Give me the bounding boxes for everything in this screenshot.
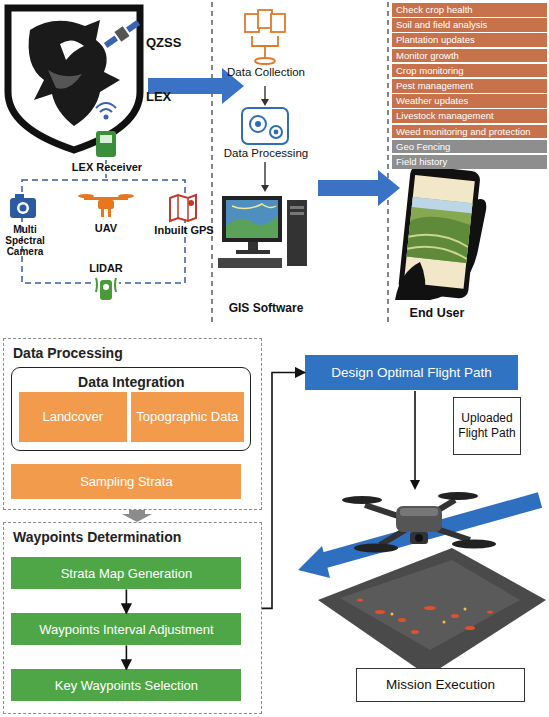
process-box: Topographic Data [131,392,244,442]
list-item: Plantation updates [392,33,547,47]
process-box: Sampling Strata [11,464,241,499]
list-item: Geo Fencing [392,140,547,154]
list-item: Pest management [392,79,547,93]
list-item: Weather updates [392,94,547,108]
node-text: Strata Map Generation [61,566,193,581]
process-box: Key Waypoints Selection [11,669,241,701]
flow-arrow [126,589,128,613]
node-text: Uploaded Flight Path [458,411,516,441]
node-text: Sampling Strata [80,474,173,489]
icon-label: LEX Receiver [62,161,152,173]
node-text: Data Processing [13,345,123,361]
node-text: Waypoints Determination [13,529,181,545]
list-item: Weed monitoring and protection [392,125,547,139]
list-item: Livestock management [392,109,547,123]
node-text: Design Optimal Flight Path [331,365,492,380]
icon-label: Inbuilt GPS [152,224,216,236]
node-text: Key Waypoints Selection [55,678,198,693]
list-item: Field history [392,155,547,169]
node-text: Crop monitoring [396,64,547,78]
icon-label: Multi Spectral Camera [0,224,50,258]
list-item: Monitor growth [392,49,547,63]
icon-label: Data Collection [218,66,314,79]
node-text: Waypoints Interval Adjustment [39,622,213,637]
process-box: Design Optimal Flight Path [305,355,518,390]
process-box: Waypoints Interval Adjustment [11,613,241,645]
node-text: Livestock management [396,109,547,123]
node-text: Weather updates [396,94,547,108]
icon-label: QZSS [146,36,206,51]
node-text: Field history [396,155,547,169]
icon-label: GIS Software [214,302,318,315]
node-text: Mission Execution [386,677,495,694]
node-text: Check crop health [396,3,547,17]
node-text: Monitor growth [396,49,547,63]
note-box: Uploaded Flight Path [453,397,521,455]
flow-arrow [122,510,152,522]
node-text: Plantation updates [396,33,547,47]
icon-label: Data Processing [218,147,314,160]
node-text: Pest management [396,79,547,93]
group-box: Data ProcessingData IntegrationLandcover… [3,338,262,510]
icon-label: LEX [146,90,196,105]
node-text: Geo Fencing [396,140,547,154]
flow-arrow [126,645,128,669]
icon-label: End User [392,306,482,320]
process-box: Strata Map Generation [11,557,241,589]
process-box: Landcover [19,392,127,442]
list-item: Check crop health [392,3,547,17]
icon-label: UAV [86,222,126,234]
node-text: Data Integration [12,374,250,390]
node-text: Soil and field analysis [396,18,547,32]
list-item: Crop monitoring [392,64,547,78]
list-item: Soil and field analysis [392,18,547,32]
flow-arrow [262,373,305,609]
node-text: Topographic Data [136,409,238,424]
icon-label: LIDAR [84,262,128,274]
node-text: Weed monitoring and protection [396,125,547,139]
group-box: Waypoints DeterminationStrata Map Genera… [3,522,262,714]
integration-box: Data IntegrationLandcover Topographic Dat… [11,367,251,451]
mission-box: Mission Execution [356,668,525,702]
node-text: Landcover [42,409,103,424]
